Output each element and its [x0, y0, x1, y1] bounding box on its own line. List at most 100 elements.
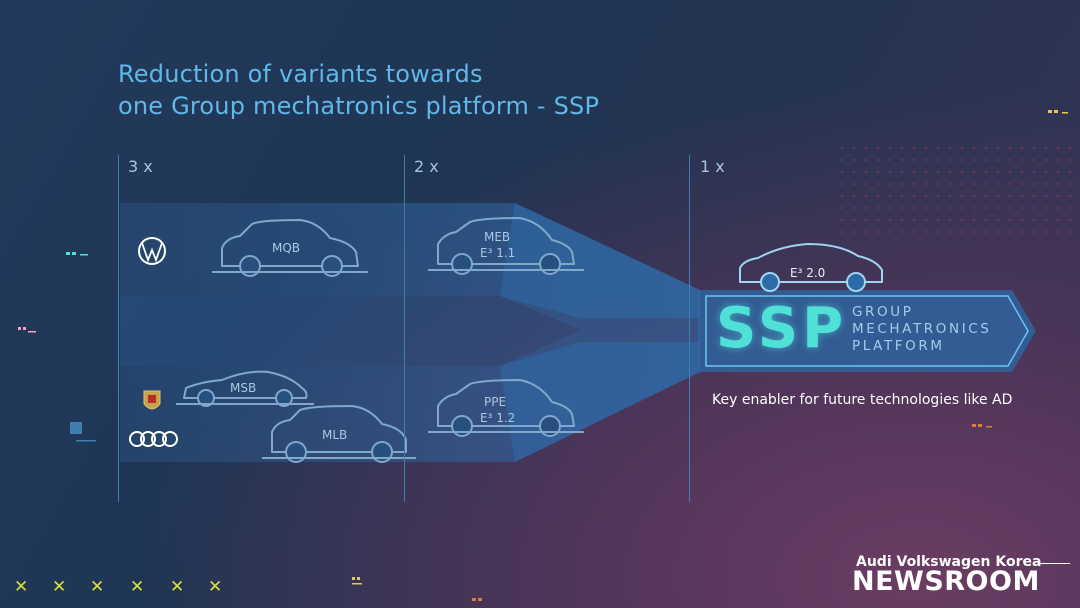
grid-dot [949, 231, 951, 233]
grid-dot [889, 147, 891, 149]
title-line-1: Reduction of variants towards [118, 60, 483, 88]
grid-dot [1021, 231, 1023, 233]
grid-dot [1057, 207, 1059, 209]
grid-dot [949, 195, 951, 197]
grid-dot [1021, 147, 1023, 149]
audi-logo [129, 431, 178, 447]
grid-dot [1069, 207, 1071, 209]
grid-dot [901, 159, 903, 161]
grid-dot [985, 231, 987, 233]
grid-dot [973, 147, 975, 149]
grid-dot [1045, 159, 1047, 161]
grid-dot [1069, 183, 1071, 185]
grid-dot [1045, 183, 1047, 185]
grid-dot [913, 195, 915, 197]
column-divider-2 [404, 155, 405, 502]
grid-dot [1021, 183, 1023, 185]
porsche-logo [143, 390, 161, 410]
car-label-mlb: MLB [322, 428, 348, 442]
grid-dot [865, 147, 867, 149]
grid-dot [841, 231, 843, 233]
grid-dot [1057, 171, 1059, 173]
x-mark-icon: ✕ [170, 577, 185, 597]
car-label-ssp-e3: E³ 2.0 [790, 266, 826, 280]
grid-dot [889, 183, 891, 185]
grid-dot [865, 183, 867, 185]
x-mark-icon: ✕ [90, 577, 105, 597]
grid-dot [985, 171, 987, 173]
grid-dot [985, 147, 987, 149]
grid-dot [913, 231, 915, 233]
car-label-mqb: MQB [272, 241, 301, 255]
slide-title: Reduction of variants towards one Group … [118, 58, 718, 122]
car-ssp-icon [739, 243, 883, 292]
car-mqb-icon [212, 219, 368, 277]
grid-dot [925, 147, 927, 149]
grid-dot [913, 159, 915, 161]
car-mlb-icon [262, 405, 416, 463]
car-meb-icon [428, 217, 584, 275]
grid-dot [937, 195, 939, 197]
grid-dot [889, 171, 891, 173]
grid-dot [877, 147, 879, 149]
band-middle [120, 296, 580, 366]
grid-dot [877, 195, 879, 197]
grid-dot [961, 147, 963, 149]
car-msb-icon [176, 370, 314, 407]
grid-dot [877, 159, 879, 161]
grid-dot [997, 147, 999, 149]
grid-dot [1033, 147, 1035, 149]
grid-dot [841, 171, 843, 173]
grid-dot [865, 207, 867, 209]
grid-dot [1009, 231, 1011, 233]
grid-dot [1033, 231, 1035, 233]
grid-dot [937, 219, 939, 221]
grid-dot [961, 171, 963, 173]
grid-dot [973, 183, 975, 185]
ssp-sub-line-1: GROUP [852, 304, 914, 320]
grid-dot [841, 183, 843, 185]
grid-dot [1057, 147, 1059, 149]
car-label-meb-e3: E³ 1.1 [480, 246, 516, 260]
grid-dot [1045, 195, 1047, 197]
grid-dot [1057, 183, 1059, 185]
x-mark-icon: ✕ [14, 577, 29, 597]
grid-dot [961, 207, 963, 209]
grid-dot [877, 231, 879, 233]
grid-dot [865, 195, 867, 197]
grid-dot [925, 195, 927, 197]
grid-dot [865, 219, 867, 221]
grid-dot [1033, 195, 1035, 197]
grid-dot [1021, 219, 1023, 221]
grid-dot [1045, 219, 1047, 221]
grid-dot [877, 183, 879, 185]
grid-dot [853, 195, 855, 197]
grid-dot [937, 171, 939, 173]
grid-dot [1069, 231, 1071, 233]
grid-dot [1009, 183, 1011, 185]
grid-dot [901, 207, 903, 209]
grid-dot [901, 219, 903, 221]
ssp-subtitle: GROUP MECHATRONICS PLATFORM [852, 304, 1022, 355]
grid-dot [961, 219, 963, 221]
grid-dot [1009, 207, 1011, 209]
grid-dot [865, 159, 867, 161]
grid-dot [949, 171, 951, 173]
grid-dot [1033, 159, 1035, 161]
grid-dot [997, 171, 999, 173]
grid-dot [949, 207, 951, 209]
grid-dot [853, 171, 855, 173]
grid-dot [1045, 207, 1047, 209]
grid-dot [853, 207, 855, 209]
grid-dot [949, 147, 951, 149]
grid-dot [841, 219, 843, 221]
grid-dot [973, 195, 975, 197]
grid-dot [1045, 231, 1047, 233]
x-mark-icon: ✕ [208, 577, 223, 597]
grid-dot [997, 183, 999, 185]
grid-dot [985, 219, 987, 221]
grid-dot [997, 219, 999, 221]
ssp-arrow-box [698, 290, 1036, 372]
grid-dot [925, 231, 927, 233]
grid-dot [925, 159, 927, 161]
